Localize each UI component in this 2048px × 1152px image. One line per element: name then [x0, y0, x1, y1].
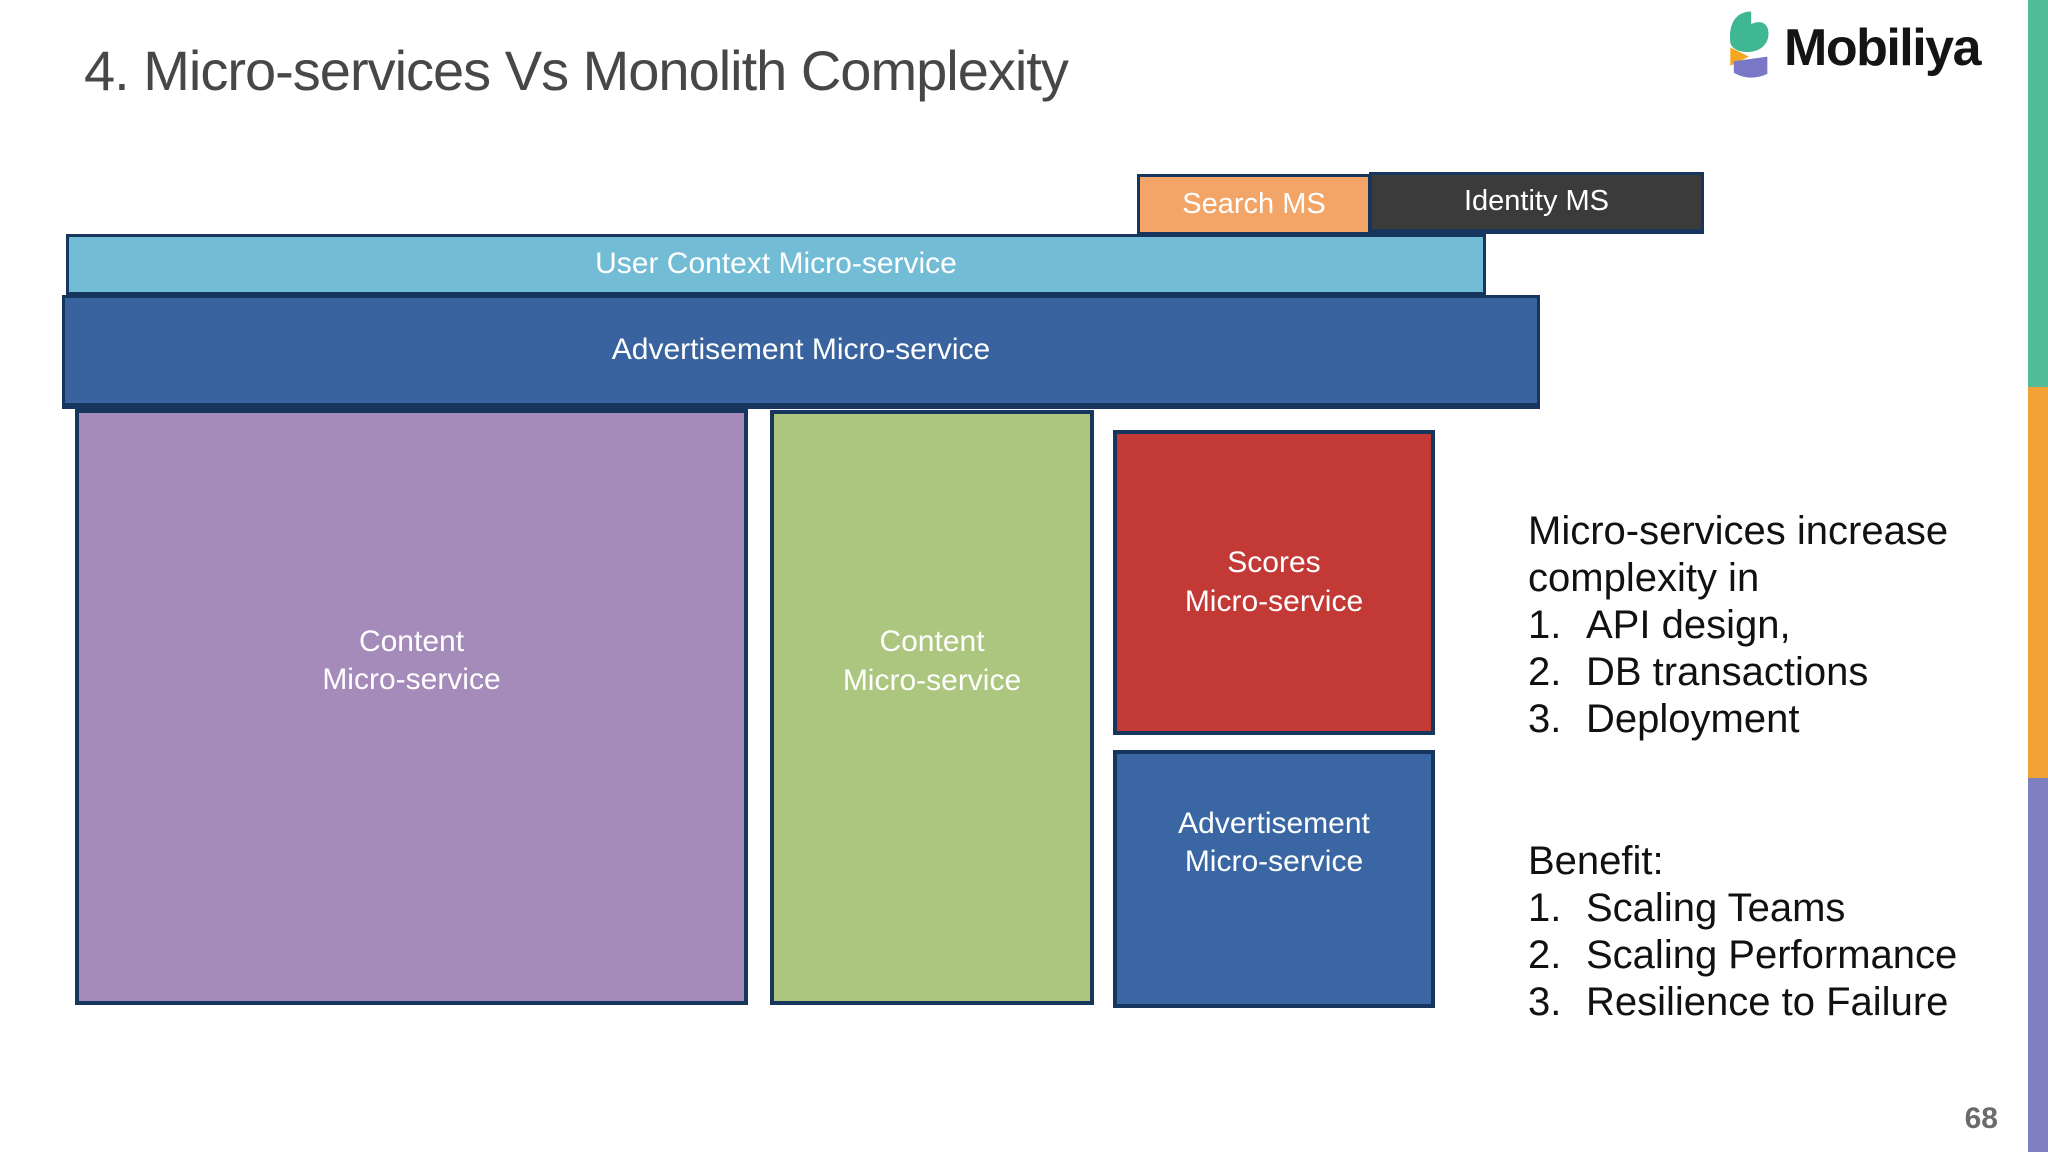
accent-strip-orange	[2028, 387, 2048, 778]
bar-label: User Context Micro-service	[595, 247, 957, 281]
box-label: Advertisement Micro-service	[1178, 806, 1370, 878]
box-label: Scores Micro-service	[1184, 546, 1364, 618]
box-identity-ms: Identity MS	[1369, 172, 1704, 234]
box-content-microservice-middle: Content Micro-service	[770, 410, 1094, 1005]
list-item: 1. API design,	[1528, 603, 1791, 647]
box-label: Content Micro-service	[322, 624, 501, 696]
box-label: Content Micro-service	[842, 625, 1022, 697]
note-heading-line: Benefit:	[1528, 839, 1664, 883]
mobiliya-logo: Mobiliya	[1726, 8, 1982, 82]
list-item: 3. Deployment	[1528, 697, 1800, 741]
page-number: 68	[1964, 1102, 1998, 1135]
logo-brand-text: Mobiliya	[1784, 19, 1982, 77]
note-heading-line: Micro-services increase	[1528, 509, 1949, 553]
slide-title: 4. Micro-services Vs Monolith Complexity	[84, 39, 1069, 102]
box-search-ms: Search MS	[1137, 174, 1371, 235]
box-content-microservice-left: Content Micro-service	[75, 409, 748, 1005]
accent-strip-purple	[2028, 778, 2048, 1152]
bar-user-context-microservice: User Context Micro-service	[66, 234, 1486, 295]
box-scores-microservice: Scores Micro-service	[1113, 430, 1435, 735]
bar-advertisement-microservice: Advertisement Micro-service	[62, 295, 1540, 409]
mobiliya-logo-icon	[1729, 11, 1769, 78]
accent-strip-teal	[2028, 0, 2048, 387]
bar-label: Advertisement Micro-service	[611, 333, 991, 367]
benefit-note: Benefit: 1. Scaling Teams 2. Scaling Per…	[1528, 838, 1957, 1026]
box-label: Identity MS	[1463, 185, 1610, 218]
box-label: Search MS	[1182, 187, 1326, 220]
note-heading-line: complexity in	[1528, 556, 1760, 600]
list-item: 1. Scaling Teams	[1528, 886, 1846, 930]
list-item: 3. Resilience to Failure	[1528, 980, 1949, 1024]
list-item: 2. DB transactions	[1528, 650, 1869, 694]
box-advertisement-microservice-right: Advertisement Micro-service	[1113, 750, 1435, 1008]
complexity-note: Micro-services increase complexity in 1.…	[1528, 508, 1948, 743]
list-item: 2. Scaling Performance	[1528, 933, 1958, 977]
